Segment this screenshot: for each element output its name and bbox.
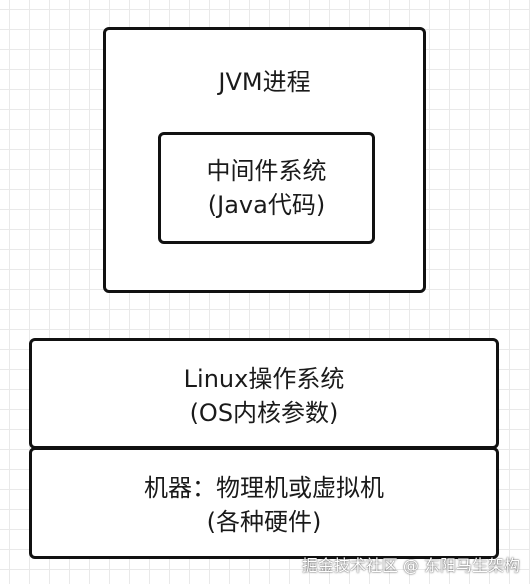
machine-label-line1: 机器：物理机或虚拟机 <box>144 474 384 502</box>
jvm-process-label: JVM进程 <box>218 68 311 96</box>
watermark: 掘金技术社区 @ 东阳马生架构 <box>301 556 520 575</box>
middleware-label-line2: (Java代码) <box>207 191 326 219</box>
linux-os-label-line2: (OS内核参数) <box>189 399 339 427</box>
linux-os-box: Linux操作系统 (OS内核参数) <box>29 338 499 449</box>
machine-label-line2: (各种硬件) <box>206 508 322 536</box>
linux-os-label-line1: Linux操作系统 <box>183 365 345 393</box>
middleware-box: 中间件系统 (Java代码) <box>158 132 375 244</box>
machine-box: 机器：物理机或虚拟机 (各种硬件) <box>29 447 499 559</box>
middleware-label-line1: 中间件系统 <box>206 157 327 185</box>
jvm-process-box: JVM进程 中间件系统 (Java代码) <box>103 27 426 293</box>
